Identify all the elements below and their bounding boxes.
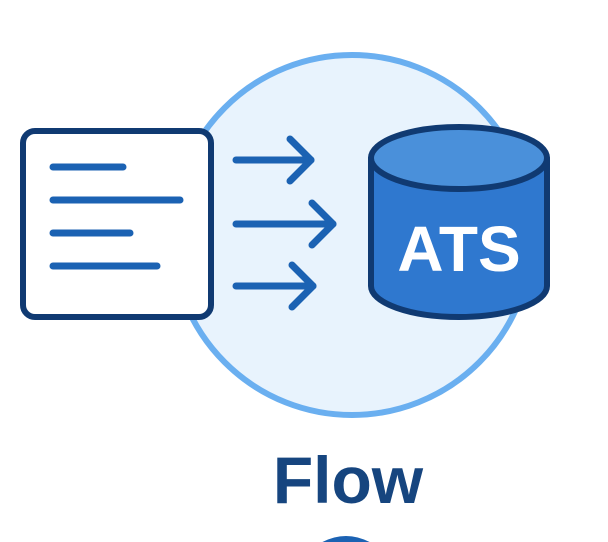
database-label: ATS [397,213,520,285]
arrow-right-icon [232,261,317,311]
diagram-caption: Flow [273,443,424,517]
bottom-partial-shape [322,536,370,542]
database-icon [368,124,550,320]
document-icon [20,128,214,320]
arrow-right-icon [232,199,337,249]
arrow-right-icon [232,135,315,185]
